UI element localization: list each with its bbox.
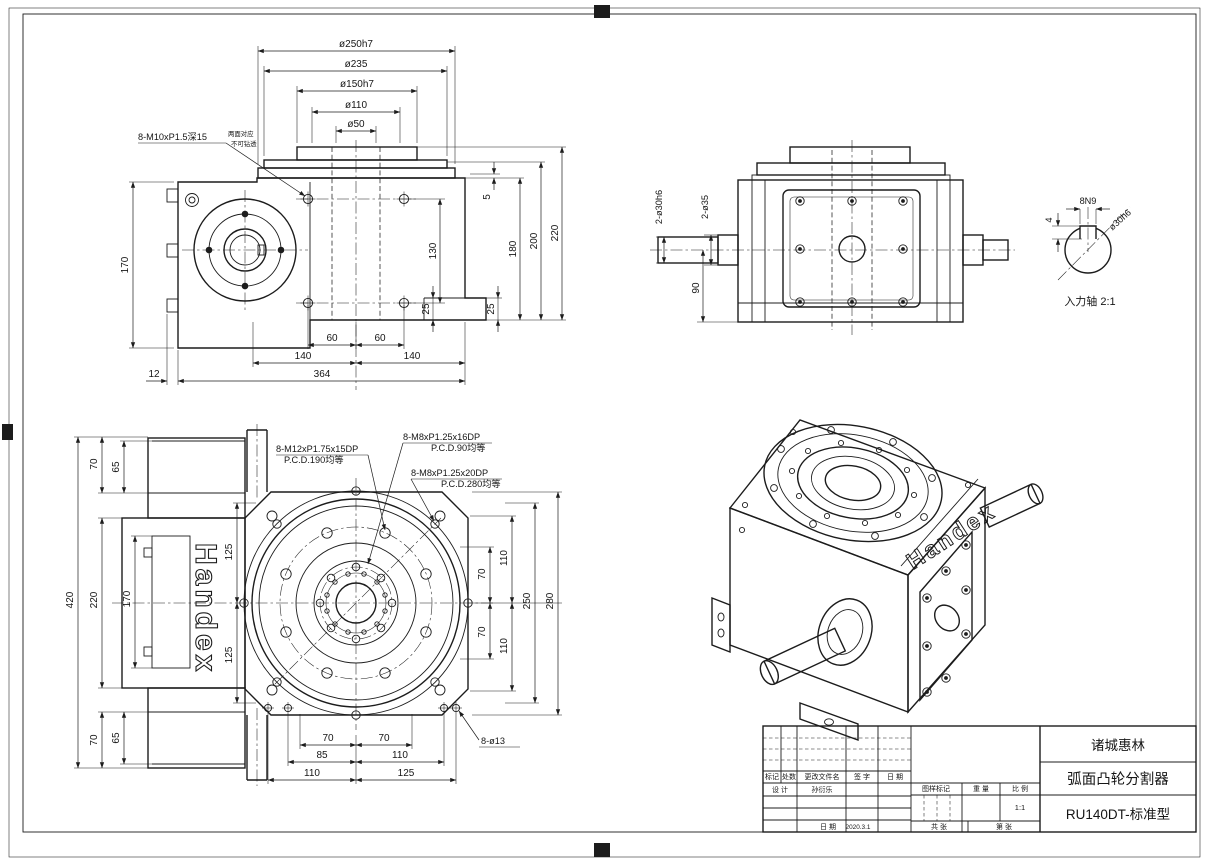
tb-col-mark: 标记 [765, 772, 779, 781]
dim-5: 5 [482, 194, 493, 200]
output-bore [838, 235, 866, 263]
dim-dia235: ø235 [345, 59, 368, 70]
centering-mark-left [2, 424, 13, 440]
dim-dia150: ø150h7 [340, 79, 374, 90]
dim-dia110: ø110 [345, 100, 367, 111]
tb-row-design: 设 计 [772, 785, 788, 794]
tb-scale-value: 1:1 [1015, 803, 1025, 812]
tb-date-value: 2020.3.1 [846, 824, 871, 831]
dim-shaft-dia-detail: ø30h6 [1107, 207, 1133, 232]
dim-60-right: 60 [374, 333, 386, 344]
dim-170: 170 [120, 256, 131, 273]
note-tapped-sub2: 不可钻透 [231, 139, 257, 148]
dim-85: 85 [316, 750, 328, 761]
dim-140-left: 140 [295, 351, 312, 362]
dim-125-bot: 125 [398, 768, 415, 779]
side-elevation-view: 2-ø30h6 2-ø35 90 [650, 140, 1015, 335]
dim-110-right-top: 110 [499, 550, 510, 566]
tb-sheets-label: 共 张 [931, 822, 947, 831]
note-m12-pcd: P.C.D.190均等 [284, 454, 344, 465]
note-m8-pcd280-pcd: P.C.D.280均等 [441, 478, 501, 489]
dim-90: 90 [691, 282, 702, 294]
dim-70-right-top: 70 [477, 568, 488, 580]
dim-170-face: 170 [122, 590, 133, 607]
note-m8-pcd280: 8-M8xP1.25x20DP [411, 468, 488, 478]
tb-company: 诸城惠林 [1091, 738, 1145, 753]
dim-420: 420 [65, 591, 76, 608]
handex-logo-face: Handex [189, 543, 222, 675]
dim-125-top: 125 [224, 543, 235, 560]
note-tapped-holes: 8-M10xP1.5深15 [138, 132, 207, 142]
dim-364: 364 [314, 369, 331, 380]
sheet-frame [2, 5, 1201, 858]
note-m8-pcd90: 8-M8xP1.25x16DP [403, 432, 480, 442]
tb-weight-label: 重 量 [973, 785, 989, 793]
dim-70-bot-left: 70 [322, 733, 334, 744]
dim-110-bot-left: 110 [304, 768, 320, 779]
dim-140-right: 140 [404, 351, 421, 362]
tb-sheet-no-label: 第 张 [996, 822, 1012, 831]
dim-65-bottom: 65 [111, 732, 122, 744]
tb-scale-label: 比 例 [1012, 784, 1028, 793]
dim-180: 180 [508, 240, 519, 257]
dim-25-left: 25 [421, 303, 432, 315]
dim-key-width: 8N9 [1080, 196, 1097, 206]
note-8-dia13: 8-ø13 [481, 736, 505, 746]
tb-designer: 孙衍乐 [812, 785, 833, 794]
tb-col-file: 更改文件名 [805, 772, 840, 781]
dim-70-bottom: 70 [89, 734, 100, 746]
dim-110-right-bottom: 110 [499, 638, 510, 654]
dim-collar-dia: 2-ø35 [700, 195, 710, 219]
isometric-view: Handex [711, 419, 1044, 741]
dim-110-bot-right: 110 [392, 750, 408, 761]
tb-col-date: 日 期 [887, 773, 903, 781]
note-m8-pcd90-pcd: P.C.D.90均等 [431, 442, 485, 453]
dim-60-left: 60 [326, 333, 338, 344]
dim-dia50: ø50 [347, 119, 365, 130]
tb-date-label: 日 期 [820, 823, 836, 831]
dim-70-bot-right: 70 [378, 733, 390, 744]
note-m12: 8-M12xP1.75x15DP [276, 444, 358, 454]
dim-250: 250 [522, 592, 533, 609]
tb-stamp-label: 图样标记 [922, 784, 950, 793]
dim-220: 220 [550, 224, 561, 241]
front-face-view: Handex 8-M12xP1.75x15DP P.C.D.190均等 8-M8… [65, 424, 562, 786]
dim-200: 200 [529, 232, 540, 249]
front-elevation-view: ø250h7 ø235 ø150h7 ø110 ø50 8-M10xP1.5深1… [120, 39, 566, 390]
tb-model: RU140DT-标准型 [1066, 807, 1170, 822]
note-tapped-sub1: 两面对应 [228, 129, 254, 138]
centering-mark-top [594, 5, 610, 18]
dim-70-top: 70 [89, 458, 100, 470]
centering-mark-bottom [594, 843, 610, 857]
dim-25-right: 25 [486, 303, 497, 315]
tb-col-sign: 签 字 [854, 772, 870, 781]
dim-12: 12 [148, 369, 160, 380]
tb-col-count: 处数 [782, 772, 796, 781]
title-block: 标记 处数 更改文件名 签 字 日 期 设 计 孙衍乐 日 期 2020.3.1… [762, 725, 1197, 833]
dim-220-face: 220 [89, 591, 100, 608]
dim-130: 130 [428, 242, 439, 259]
dim-125-bottom: 125 [224, 646, 235, 663]
dim-70-right-bottom: 70 [477, 626, 488, 638]
dim-dia250: ø250h7 [339, 39, 373, 50]
tb-product: 弧面凸轮分割器 [1067, 771, 1169, 788]
dim-280: 280 [545, 592, 556, 609]
dim-shaft-dia: 2-ø30h6 [654, 190, 664, 224]
dim-key-depth: 4 [1044, 217, 1054, 222]
dim-65-top: 65 [111, 461, 122, 473]
input-shaft-detail: 8N9 4 ø30h6 入力轴 2:1 [1044, 196, 1133, 308]
detail-caption: 入力轴 2:1 [1064, 294, 1115, 308]
